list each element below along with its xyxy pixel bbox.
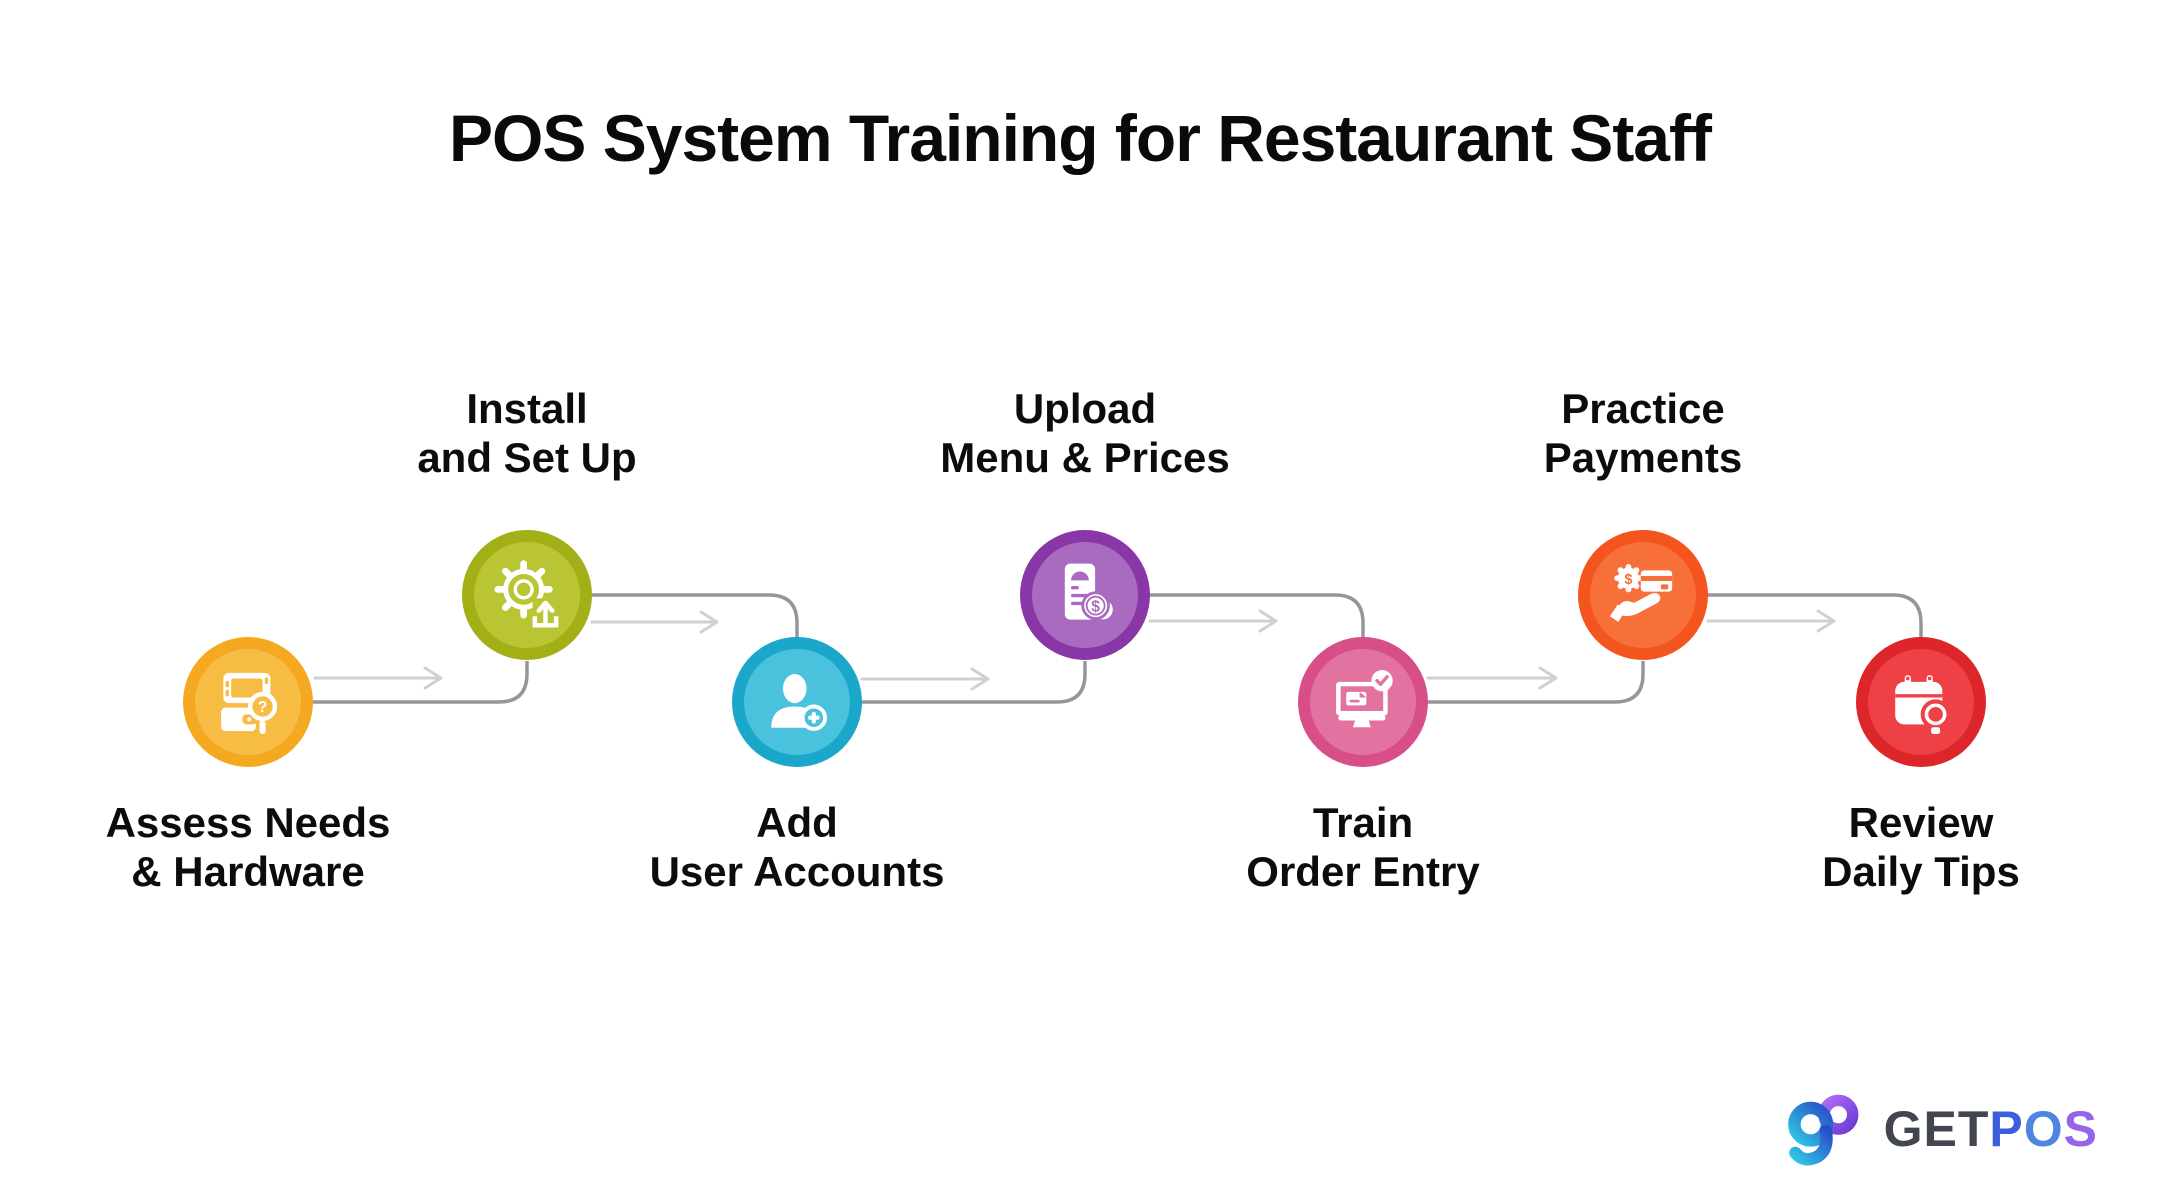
arrow-1-2-icon (313, 666, 443, 690)
step-7-label: Review Daily Tips (1711, 798, 2131, 896)
arrow-5-6-icon (1426, 666, 1558, 690)
svg-text:?: ? (258, 699, 268, 716)
gear-upload-icon (494, 560, 560, 628)
step-7-label-line2: Daily Tips (1822, 848, 2020, 895)
step-6-label-line1: Practice (1561, 385, 1725, 432)
step-5-label-line2: Order Entry (1246, 848, 1480, 895)
step-2-label-line2: and Set Up (417, 434, 637, 481)
connector-1-2 (311, 661, 529, 704)
step-1-circle: ? (183, 637, 313, 767)
step-3-circle (732, 637, 862, 767)
page-title: POS System Training for Restaurant Staff (449, 101, 1712, 175)
step-4-label: Upload Menu & Prices (875, 384, 1295, 482)
step-5-label: Train Order Entry (1153, 798, 1573, 896)
logo-get: GET (1883, 1101, 1990, 1157)
arrow-3-4-icon (860, 667, 990, 691)
logo-pos-p: P (1989, 1101, 2024, 1157)
menu-prices-icon: $ (1064, 563, 1116, 623)
getpos-logo: GETPOS (1782, 1086, 2098, 1172)
step-2-label: Install and Set Up (317, 384, 737, 482)
step-3-label-line2: User Accounts (649, 848, 945, 895)
step-4-circle: $ (1020, 530, 1150, 660)
step-6-label-line2: Payments (1543, 434, 1743, 481)
arrow-2-3-icon (590, 610, 719, 634)
step-7-circle (1856, 637, 1986, 767)
step-1-label: Assess Needs & Hardware (38, 798, 458, 896)
arrow-4-5-icon (1148, 609, 1278, 633)
step-2-circle (462, 530, 592, 660)
step-5-label-line1: Train (1312, 799, 1414, 846)
step-7-label-line1: Review (1848, 799, 1994, 846)
step-6-label: Practice Payments (1433, 384, 1853, 482)
step-4-label-line2: Menu & Prices (940, 434, 1230, 481)
arrow-6-7-icon (1706, 609, 1836, 633)
connector-5-6 (1426, 661, 1645, 704)
step-6-circle: $ (1578, 530, 1708, 660)
step-2-label-line1: Install (466, 385, 588, 432)
step-6-circle-inner (1590, 542, 1696, 648)
device-wallet-search-icon: ? (221, 672, 278, 734)
svg-text:$: $ (1091, 598, 1100, 615)
step-3-label-line1: Add (756, 799, 838, 846)
step-1-label-line1: Assess Needs (105, 799, 391, 846)
step-3-label: Add User Accounts (587, 798, 1007, 896)
connector-2-3 (590, 593, 799, 639)
payment-hand-card-icon: $ (1609, 564, 1673, 622)
step-5-circle (1298, 637, 1428, 767)
gp-monogram-icon (1787, 1094, 1859, 1166)
connector-3-4 (860, 661, 1087, 704)
calendar-lightbulb-icon (1895, 675, 1951, 734)
step-2-circle-inner (474, 542, 580, 648)
connector-4-5 (1148, 593, 1365, 639)
logo-pos-s: S (2063, 1101, 2098, 1157)
step-1-label-line2: & Hardware (131, 848, 365, 895)
svg-text:$: $ (1624, 572, 1632, 588)
add-user-icon (771, 673, 827, 731)
order-entry-monitor-icon (1336, 670, 1393, 728)
step-4-label-line1: Upload (1013, 385, 1157, 432)
getpos-logo-text: GETPOS (1884, 1104, 2098, 1154)
connector-6-7 (1706, 593, 1923, 639)
logo-pos-o: O (2023, 1101, 2064, 1157)
